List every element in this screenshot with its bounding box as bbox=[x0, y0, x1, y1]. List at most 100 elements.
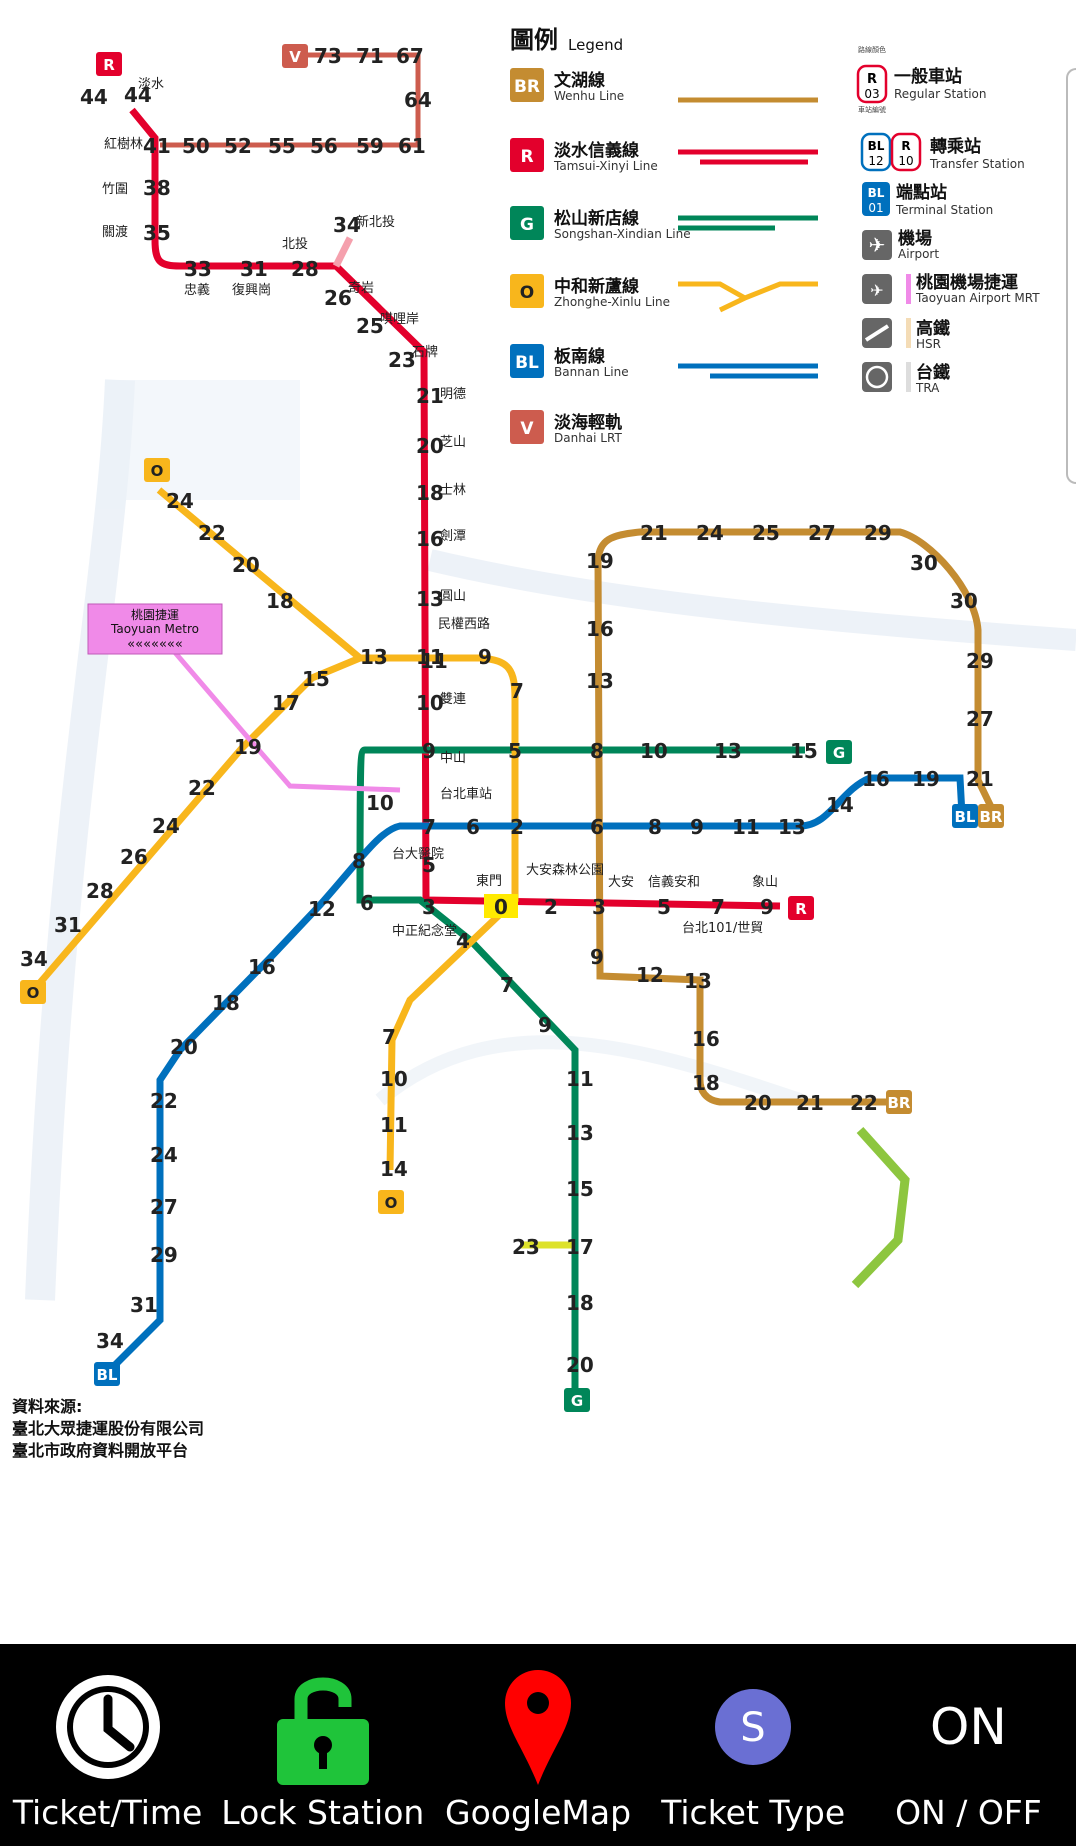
legend-transfer: 轉乘站 bbox=[930, 136, 981, 157]
station-number: 18 bbox=[416, 481, 444, 505]
legend-code: BR bbox=[514, 77, 540, 97]
legend-title: 圖例 bbox=[510, 26, 558, 54]
svg-text:24: 24 bbox=[152, 814, 180, 838]
svg-text:16: 16 bbox=[862, 767, 890, 791]
station-name: 復興崗 bbox=[232, 282, 271, 298]
legend-tra-en: TRA bbox=[915, 381, 940, 395]
station-number: 3 bbox=[592, 895, 606, 919]
ticket-type-button[interactable]: S Ticket Type bbox=[646, 1644, 861, 1846]
svg-text:11: 11 bbox=[732, 815, 760, 839]
legend-regular-en: Regular Station bbox=[894, 87, 987, 101]
station-name: 明德 bbox=[440, 387, 466, 402]
station-name: 士林 bbox=[440, 483, 466, 498]
svg-text:15: 15 bbox=[790, 739, 818, 763]
legend-airport-mrt-en: Taoyuan Airport MRT bbox=[915, 291, 1040, 305]
legend-line-name: 松山新店線 bbox=[554, 208, 639, 229]
svg-text:19: 19 bbox=[912, 767, 940, 791]
svg-text:✈: ✈ bbox=[870, 281, 883, 300]
station-number: 28 bbox=[291, 257, 319, 281]
button-label: Ticket/Time bbox=[12, 1793, 203, 1832]
svg-text:BR: BR bbox=[888, 1094, 911, 1112]
svg-text:9: 9 bbox=[478, 645, 492, 669]
svg-text:16: 16 bbox=[586, 617, 614, 641]
legend-line-en: Danhai LRT bbox=[554, 431, 622, 445]
svg-text:26: 26 bbox=[120, 845, 148, 869]
svg-text:28: 28 bbox=[86, 879, 114, 903]
scroll-handle[interactable] bbox=[1066, 68, 1076, 484]
svg-text:59: 59 bbox=[356, 134, 384, 158]
legend-code: V bbox=[520, 419, 534, 439]
svg-text:10: 10 bbox=[898, 154, 913, 168]
legend-line-en: Songshan-Xindian Line bbox=[554, 227, 691, 241]
svg-text:13: 13 bbox=[684, 969, 712, 993]
airport-icon bbox=[862, 230, 892, 260]
legend-line-br: BR 文湖線 Wenhu Line bbox=[510, 68, 624, 103]
svg-text:V: V bbox=[289, 48, 301, 66]
legend-line-en: Bannan Line bbox=[554, 365, 629, 379]
svg-text:✈: ✈ bbox=[869, 233, 886, 257]
svg-text:24: 24 bbox=[166, 489, 194, 513]
terminal-badges: R V O O O BL G G R BL BR BR bbox=[20, 44, 1004, 1412]
on-off-toggle[interactable]: ON ON / OFF bbox=[861, 1644, 1076, 1846]
ticket-time-button[interactable]: Ticket/Time bbox=[0, 1644, 215, 1846]
svg-text:12: 12 bbox=[308, 897, 336, 921]
legend-line-en: Tamsui-Xinyi Line bbox=[553, 159, 658, 173]
svg-text:24: 24 bbox=[696, 521, 724, 545]
station-number: 7 bbox=[711, 895, 725, 919]
station-name: 圓山 bbox=[440, 589, 466, 604]
legend-line-color: 路線顏色 bbox=[858, 45, 886, 54]
svg-text:13: 13 bbox=[714, 739, 742, 763]
svg-text:73: 73 bbox=[314, 44, 342, 68]
data-source: 資料來源: 臺北大眾捷運股份有限公司 臺北市政府資料開放平台 bbox=[12, 1396, 204, 1462]
station-name: 關渡 bbox=[102, 224, 128, 240]
svg-text:30: 30 bbox=[950, 589, 978, 613]
station-name: 芝山 bbox=[440, 434, 466, 450]
svg-text:22: 22 bbox=[198, 521, 226, 545]
svg-text:67: 67 bbox=[396, 44, 424, 68]
station-name: 石牌 bbox=[412, 344, 438, 360]
map-pin-icon bbox=[505, 1669, 571, 1785]
svg-text:13: 13 bbox=[586, 669, 614, 693]
station-name: 紅樹林 bbox=[104, 137, 143, 152]
legend-line-en: Wenhu Line bbox=[554, 89, 624, 103]
svg-text:18: 18 bbox=[212, 991, 240, 1015]
legend-line-name: 淡水信義線 bbox=[554, 140, 639, 161]
svg-text:20: 20 bbox=[744, 1091, 772, 1115]
svg-text:O: O bbox=[27, 984, 40, 1002]
legend-tra: 台鐵 bbox=[916, 362, 950, 383]
station-number: 23 bbox=[388, 348, 416, 372]
svg-text:2: 2 bbox=[510, 815, 524, 839]
station-name: 民權西路 bbox=[438, 616, 490, 632]
legend-code: BL bbox=[515, 353, 539, 373]
station-number: 26 bbox=[324, 286, 352, 310]
legend-samples bbox=[678, 97, 818, 379]
source-line: 臺北市政府資料開放平台 bbox=[12, 1441, 189, 1460]
legend-line-en: Zhonghe-Xinlu Line bbox=[554, 295, 670, 309]
svg-text:23: 23 bbox=[512, 1235, 540, 1259]
station-number: 3 bbox=[422, 895, 436, 919]
station-name: 劍潭 bbox=[440, 528, 466, 544]
svg-text:17: 17 bbox=[272, 691, 300, 715]
legend-title-en: Legend bbox=[568, 36, 623, 54]
svg-text:56: 56 bbox=[310, 134, 338, 158]
taoyuan-en: Taoyuan Metro bbox=[110, 622, 199, 636]
svg-text:10: 10 bbox=[366, 791, 394, 815]
taoyuan-metro-box[interactable]: 桃園捷運 Taoyuan Metro ««««««« bbox=[87, 603, 223, 655]
lock-station-button[interactable]: Lock Station bbox=[215, 1644, 430, 1846]
station-number: 33 bbox=[184, 257, 212, 281]
svg-text:8: 8 bbox=[352, 849, 366, 873]
svg-text:55: 55 bbox=[268, 134, 296, 158]
svg-text:G: G bbox=[833, 744, 845, 762]
svg-text:20: 20 bbox=[232, 553, 260, 577]
svg-text:11: 11 bbox=[420, 649, 448, 673]
svg-text:R: R bbox=[901, 139, 910, 153]
legend-code: R bbox=[520, 147, 533, 167]
station-number: 9 bbox=[760, 895, 774, 919]
toggle-state: ON bbox=[930, 1697, 1007, 1756]
svg-text:25: 25 bbox=[752, 521, 780, 545]
legend-line-g: G 松山新店線 Songshan-Xindian Line bbox=[510, 206, 691, 241]
svg-text:29: 29 bbox=[150, 1243, 178, 1267]
google-map-button[interactable]: GoogleMap bbox=[430, 1644, 645, 1846]
legend: 圖例 Legend BR 文湖線 Wenhu Line R 淡水信義線 Tams… bbox=[510, 26, 1040, 445]
svg-text:6: 6 bbox=[466, 815, 480, 839]
